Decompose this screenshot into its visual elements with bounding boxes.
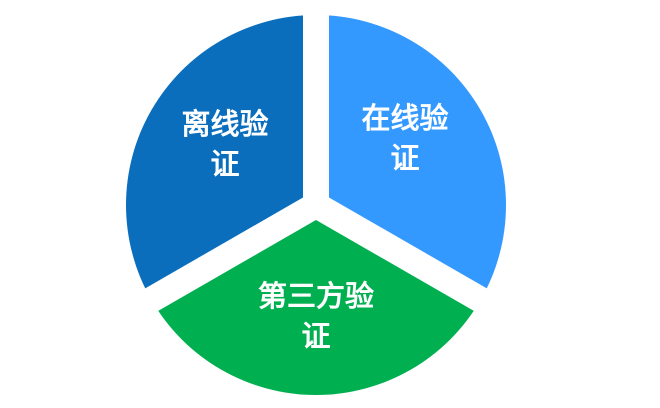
- label-line: 证: [390, 141, 420, 175]
- label-line: 证: [210, 147, 240, 181]
- gap-divider: [309, 193, 547, 346]
- offline-verification-label: 离线验 证: [160, 104, 290, 184]
- label-line: 证: [301, 319, 331, 353]
- gap-divider: [85, 193, 323, 346]
- online-verification-label: 在线验 证: [340, 98, 470, 178]
- label-line: 在线验: [361, 101, 449, 135]
- label-line: 第三方验: [257, 279, 374, 313]
- label-line: 离线验: [181, 107, 269, 141]
- third-party-verification-label: 第三方验 证: [236, 276, 396, 356]
